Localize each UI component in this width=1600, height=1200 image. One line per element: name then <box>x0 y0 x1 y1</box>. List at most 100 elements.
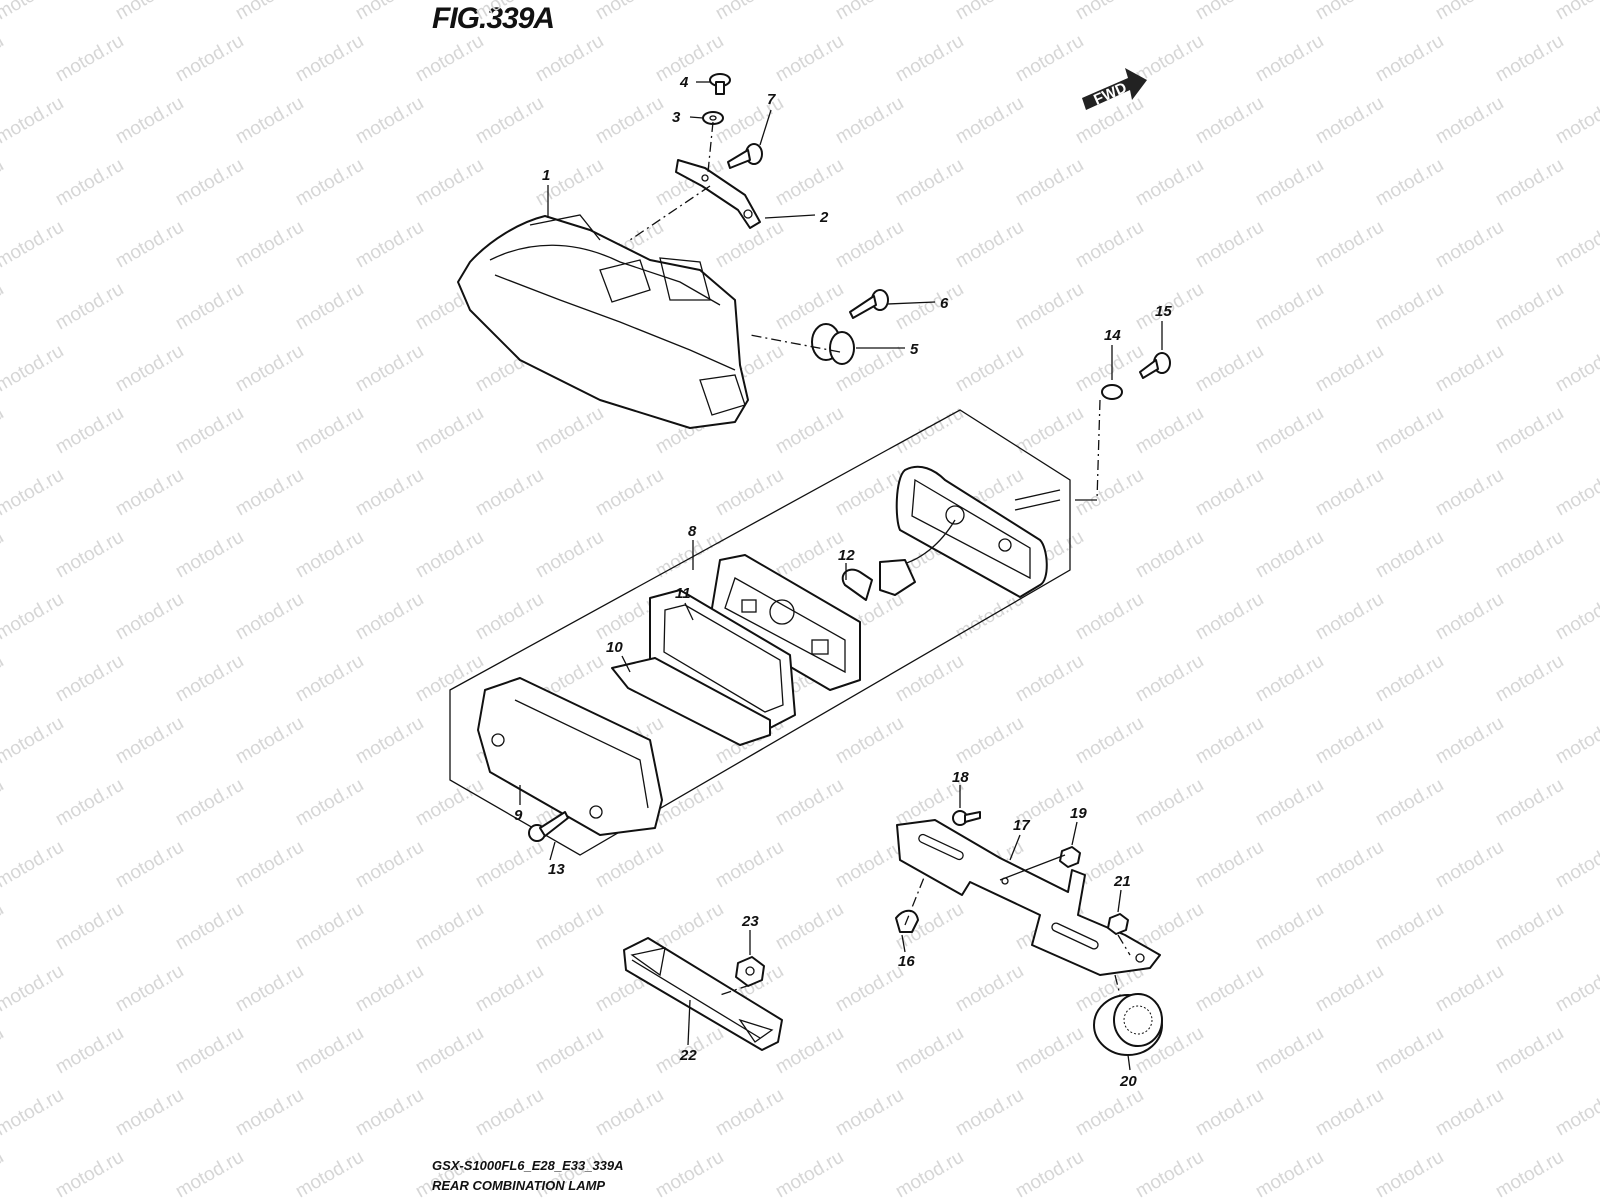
callout-12: 12 <box>838 547 855 564</box>
watermark: motod.ru <box>0 837 67 893</box>
watermark: motod.ru <box>232 93 307 149</box>
watermark: motod.ru <box>352 341 427 397</box>
watermark: motod.ru <box>352 713 427 769</box>
callout-14: 14 <box>1104 327 1121 344</box>
watermark: motod.ru <box>952 217 1027 273</box>
watermark: motod.ru <box>472 465 547 521</box>
watermark: motod.ru <box>352 217 427 273</box>
watermark: motod.ru <box>1552 1085 1600 1141</box>
watermark: motod.ru <box>1192 341 1267 397</box>
watermark: motod.ru <box>1492 31 1567 87</box>
part-12-bulb <box>841 559 916 601</box>
watermark: motod.ru <box>1252 1023 1327 1079</box>
callout-1: 1 <box>542 167 550 184</box>
watermark: motod.ru <box>1432 1085 1507 1141</box>
watermark: motod.ru <box>472 93 547 149</box>
watermark: motod.ru <box>0 465 67 521</box>
watermark: motod.ru <box>832 0 907 24</box>
watermark: motod.ru <box>1552 93 1600 149</box>
watermark: motod.ru <box>412 1023 487 1079</box>
watermark: motod.ru <box>0 1023 7 1079</box>
footer-assembly-name: REAR COMBINATION LAMP <box>432 1178 606 1193</box>
watermark: motod.ru <box>1552 465 1600 521</box>
part-19-nut <box>1059 846 1081 868</box>
callout-19: 19 <box>1070 805 1087 822</box>
callout-8: 8 <box>688 523 697 540</box>
watermark: motod.ru <box>772 527 847 583</box>
watermark: motod.ru <box>52 651 127 707</box>
watermark: motod.ru <box>712 837 787 893</box>
watermark: motod.ru <box>1072 217 1147 273</box>
watermark: motod.ru <box>1132 527 1207 583</box>
watermark: motod.ru <box>0 899 7 955</box>
watermark: motod.ru <box>0 651 7 707</box>
watermark: motod.ru <box>1552 217 1600 273</box>
watermark: motod.ru <box>292 899 367 955</box>
watermark: motod.ru <box>0 341 67 397</box>
watermark: motod.ru <box>52 155 127 211</box>
callout-18: 18 <box>952 769 969 786</box>
watermark: motod.ru <box>52 403 127 459</box>
watermark: motod.ru <box>112 713 187 769</box>
watermark: motod.ru <box>52 1147 127 1200</box>
watermark: motod.ru <box>892 1147 967 1200</box>
watermark: motod.ru <box>232 713 307 769</box>
watermark: motod.ru <box>1372 527 1447 583</box>
watermark: motod.ru <box>1432 961 1507 1017</box>
watermark: motod.ru <box>1432 465 1507 521</box>
watermark: motod.ru <box>1012 1147 1087 1200</box>
watermark: motod.ru <box>1432 589 1507 645</box>
watermark: motod.ru <box>172 403 247 459</box>
watermark: motod.ru <box>1252 527 1327 583</box>
watermark: motod.ru <box>592 0 667 24</box>
watermark: motod.ru <box>772 279 847 335</box>
watermark: motod.ru <box>292 155 367 211</box>
part-1-lamp-housing <box>457 214 749 429</box>
watermark: motod.ru <box>352 1085 427 1141</box>
watermark: motod.ru <box>1192 961 1267 1017</box>
watermark: motod.ru <box>172 279 247 335</box>
watermark: motod.ru <box>112 589 187 645</box>
watermark: motod.ru <box>232 465 307 521</box>
footer-model-code: GSX-S1000FL6_E28_E33_339A <box>432 1158 624 1173</box>
watermark: motod.ru <box>952 1085 1027 1141</box>
watermark: motod.ru <box>52 527 127 583</box>
watermark: motod.ru <box>592 465 667 521</box>
watermark: motod.ru <box>412 31 487 87</box>
watermark: motod.ru <box>1492 899 1567 955</box>
watermark: motod.ru <box>652 1147 727 1200</box>
watermark: motod.ru <box>712 1085 787 1141</box>
watermark: motod.ru <box>0 0 67 24</box>
watermark: motod.ru <box>1312 1085 1387 1141</box>
part-7-screw <box>727 143 763 169</box>
watermark: motod.ru <box>0 961 67 1017</box>
watermark: motod.ru <box>0 403 7 459</box>
watermark: motod.ru <box>112 217 187 273</box>
watermark: motod.ru <box>1192 589 1267 645</box>
watermark: motod.ru <box>1252 403 1327 459</box>
watermark: motod.ru <box>172 775 247 831</box>
watermark: motod.ru <box>412 775 487 831</box>
watermark: motod.ru <box>1132 403 1207 459</box>
watermark: motod.ru <box>352 961 427 1017</box>
watermark: motod.ru <box>532 527 607 583</box>
watermark: motod.ru <box>1312 589 1387 645</box>
watermark: motod.ru <box>1012 279 1087 335</box>
watermark: motod.ru <box>1252 31 1327 87</box>
watermark: motod.ru <box>172 527 247 583</box>
watermark: motod.ru <box>1492 1147 1567 1200</box>
watermark: motod.ru <box>832 1085 907 1141</box>
watermark: motod.ru <box>1432 217 1507 273</box>
watermark: motod.ru <box>1192 0 1267 24</box>
callout-5: 5 <box>910 341 919 358</box>
watermark: motod.ru <box>892 155 967 211</box>
watermark: motod.ru <box>172 31 247 87</box>
watermark: motod.ru <box>0 527 7 583</box>
watermark: motod.ru <box>352 589 427 645</box>
figure-title: FIG.339A <box>432 2 555 35</box>
watermark: motod.ru <box>1492 775 1567 831</box>
callout-21: 21 <box>1113 873 1131 890</box>
watermark: motod.ru <box>292 279 367 335</box>
watermark: motod.ru <box>952 0 1027 24</box>
